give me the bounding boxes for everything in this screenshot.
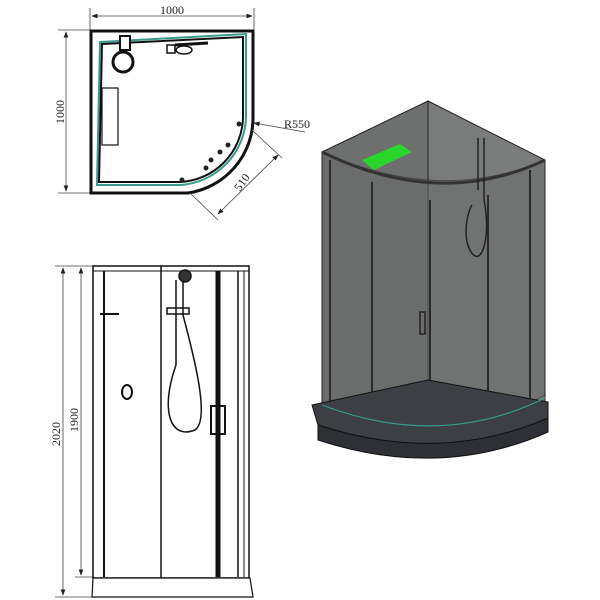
front-view: 2020 1900 (49, 265, 254, 598)
plan-radius-dimension (253, 121, 306, 133)
front-door-handle (210, 405, 226, 435)
plan-depth-dimension (58, 29, 90, 194)
front-height-dimensions (55, 265, 94, 598)
total-height-label: 2020 (49, 422, 63, 446)
control-panel (362, 144, 412, 170)
plan-shower-head-icon (166, 41, 209, 55)
panel-height-label: 1900 (67, 408, 81, 432)
plan-radius-label: R550 (284, 117, 310, 131)
plan-mirror-icon (111, 50, 135, 74)
mixer-handle-icon (121, 384, 133, 400)
plan-width-label: 1000 (160, 3, 184, 17)
plan-door-label: 510 (231, 171, 253, 194)
shower-column-3d (465, 138, 488, 258)
plan-view: 1000 1000 R550 510 (53, 3, 310, 221)
front-tray (91, 577, 254, 598)
door-handle-3d (419, 311, 426, 335)
perspective-view (311, 100, 549, 459)
plan-depth-label: 1000 (53, 100, 67, 124)
plan-rollers (179, 121, 242, 183)
top-rail (321, 150, 546, 185)
hand-shower-icon (166, 269, 202, 433)
plan-door-dimension (189, 129, 283, 221)
plan-seat (101, 87, 119, 146)
plan-width-dimension (89, 8, 255, 30)
